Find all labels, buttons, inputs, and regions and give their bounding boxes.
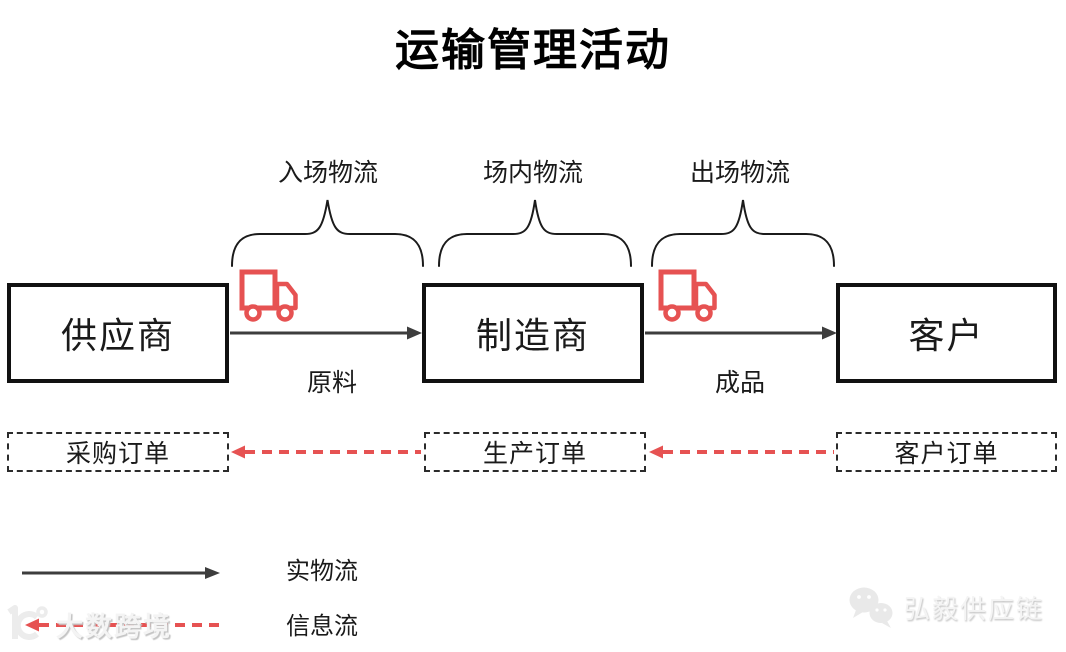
truck-icon bbox=[239, 269, 298, 322]
physical-flow-arrow-supplier-to-manufacturer bbox=[230, 326, 422, 340]
entity-box-customer: 客户 bbox=[836, 283, 1057, 383]
watermark-bottom-right-text: 弘毅供应链 bbox=[904, 593, 1045, 624]
physical-flow-arrow-manufacturer-to-customer bbox=[645, 326, 837, 340]
legend-solid-arrow-icon bbox=[22, 567, 220, 579]
legend-label-information-flow: 信息流 bbox=[286, 613, 358, 640]
entity-label-supplier: 供应商 bbox=[60, 315, 175, 356]
entity-label-customer: 客户 bbox=[908, 315, 985, 356]
brace-outbound-icon bbox=[651, 199, 835, 267]
order-label-customer: 客户订单 bbox=[894, 440, 999, 468]
stage-label-inbound-logistics: 入场物流 bbox=[277, 159, 378, 187]
entity-box-manufacturer: 制造商 bbox=[422, 283, 644, 383]
page-title: 运输管理活动 bbox=[395, 26, 671, 75]
brace-inplant-icon bbox=[438, 199, 632, 267]
ring-logo-icon bbox=[7, 605, 48, 640]
brace-inbound-icon bbox=[231, 199, 424, 267]
order-label-purchase: 采购订单 bbox=[65, 440, 170, 468]
truck-icon bbox=[658, 269, 717, 322]
order-label-production: 生产订单 bbox=[482, 440, 587, 468]
flow-label-raw-material: 原料 bbox=[306, 369, 357, 397]
order-box-customer-order: 客户订单 bbox=[836, 432, 1057, 472]
entity-box-supplier: 供应商 bbox=[7, 283, 229, 383]
flow-label-finished-goods: 成品 bbox=[714, 369, 765, 397]
wechat-icon bbox=[849, 587, 893, 628]
watermark-bottom-left-text: 大数跨境 bbox=[56, 611, 172, 642]
legend-dashed-arrow-icon bbox=[25, 618, 220, 632]
legend-label-physical-flow: 实物流 bbox=[286, 558, 358, 585]
watermark-bottom-right: 弘毅供应链 bbox=[846, 584, 1044, 630]
entity-label-manufacturer: 制造商 bbox=[475, 315, 590, 356]
stage-label-outbound-logistics: 出场物流 bbox=[689, 159, 790, 187]
watermark-bottom-left: 大数跨境 bbox=[2, 603, 172, 645]
information-flow-arrow-customer-to-production bbox=[649, 445, 834, 459]
order-box-production-order: 生产订单 bbox=[424, 432, 646, 472]
information-flow-arrow-production-to-purchase bbox=[231, 445, 421, 459]
order-box-purchase-order: 采购订单 bbox=[7, 432, 229, 472]
stage-label-inplant-logistics: 场内物流 bbox=[482, 159, 583, 187]
